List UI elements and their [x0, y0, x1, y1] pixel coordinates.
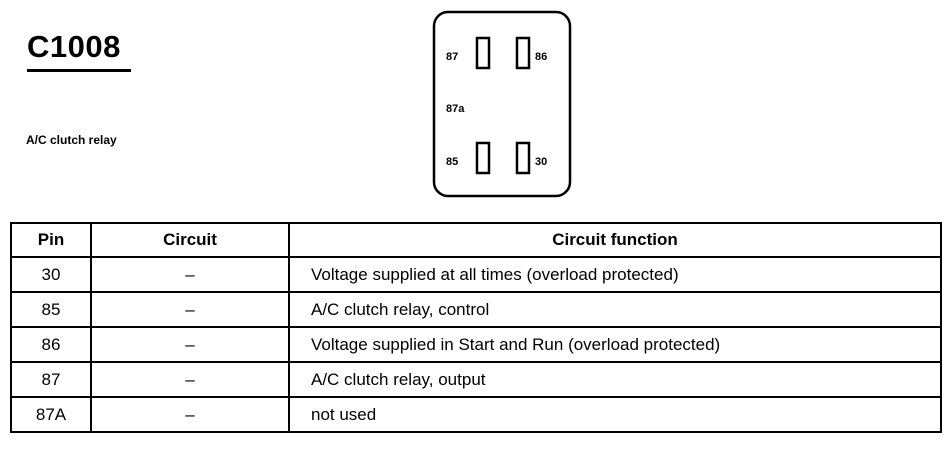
terminal-87	[475, 36, 491, 70]
table-row: 85 – A/C clutch relay, control	[10, 291, 942, 328]
pin-label-86: 86	[535, 51, 547, 63]
cell-circuit: –	[90, 396, 290, 433]
cell-function: Voltage supplied at all times (overload …	[288, 256, 942, 293]
title-underline	[27, 69, 131, 72]
table-row: 87A – not used	[10, 396, 942, 433]
cell-pin: 87	[10, 361, 92, 398]
table-row: 86 – Voltage supplied in Start and Run (…	[10, 326, 942, 363]
relay-connector-diagram: 87 86 87a 85 30	[432, 10, 572, 198]
cell-pin: 87A	[10, 396, 92, 433]
table-header-row: Pin Circuit Circuit function	[10, 222, 942, 258]
pin-label-30: 30	[535, 156, 547, 168]
cell-circuit: –	[90, 256, 290, 293]
cell-circuit: –	[90, 291, 290, 328]
pin-function-table: Pin Circuit Circuit function 30 – Voltag…	[10, 222, 942, 433]
table-row: 87 – A/C clutch relay, output	[10, 361, 942, 398]
header-circuit: Circuit	[90, 222, 290, 258]
cell-pin: 86	[10, 326, 92, 363]
cell-circuit: –	[90, 326, 290, 363]
connector-title: C1008	[27, 29, 121, 64]
header-circuit-function: Circuit function	[288, 222, 942, 258]
terminal-30	[515, 141, 531, 175]
cell-pin: 85	[10, 291, 92, 328]
terminal-85	[475, 141, 491, 175]
pin-label-87: 87	[446, 51, 458, 63]
table-row: 30 – Voltage supplied at all times (over…	[10, 256, 942, 293]
cell-circuit: –	[90, 361, 290, 398]
pin-label-85: 85	[446, 156, 458, 168]
cell-function: Voltage supplied in Start and Run (overl…	[288, 326, 942, 363]
connector-description: A/C clutch relay	[26, 133, 117, 147]
cell-function: not used	[288, 396, 942, 433]
header-pin: Pin	[10, 222, 92, 258]
terminal-86	[515, 36, 531, 70]
cell-function: A/C clutch relay, control	[288, 291, 942, 328]
connector-outline	[432, 10, 572, 198]
pin-label-87a: 87a	[446, 103, 465, 115]
cell-pin: 30	[10, 256, 92, 293]
cell-function: A/C clutch relay, output	[288, 361, 942, 398]
